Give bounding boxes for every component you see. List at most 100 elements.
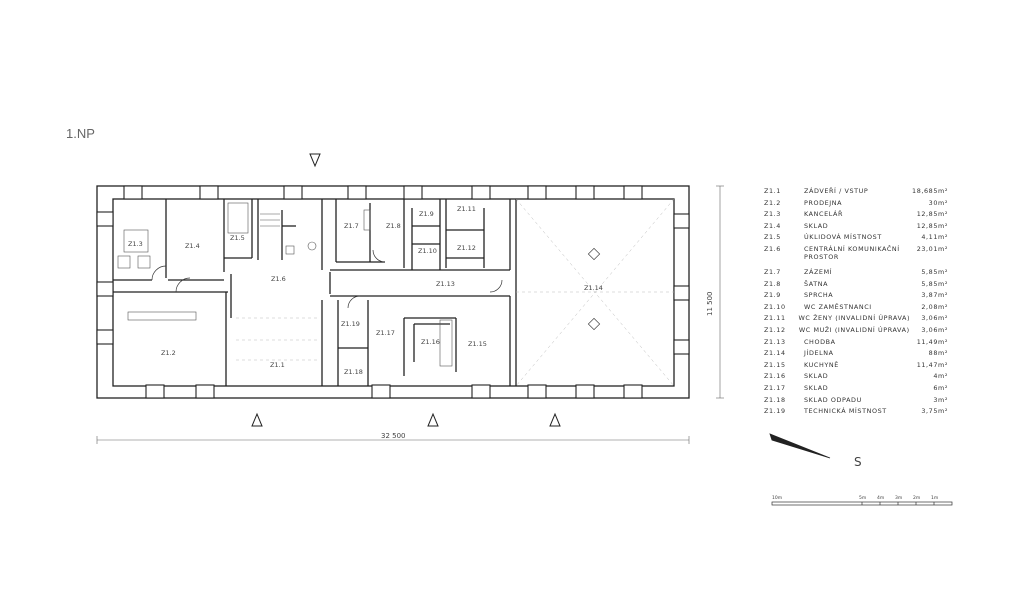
scale-label-3m: 3m (895, 495, 902, 501)
floor-label: 1.NP (66, 126, 95, 141)
legend-code: Z1.1 (764, 187, 781, 195)
legend-name: Úklidová místnost (804, 233, 882, 242)
scale-bar (771, 501, 953, 506)
legend-code: Z1.6 (764, 244, 781, 253)
scale-label-5m: 5m (859, 495, 866, 501)
legend-area: 12,85m² (916, 210, 948, 219)
legend-name: Sklad (804, 372, 829, 381)
legend-area: 3,06m² (921, 325, 948, 334)
legend-code: Z1.9 (764, 291, 781, 300)
legend-area: 6m² (933, 383, 948, 392)
legend-name: Sklad (804, 221, 829, 230)
legend-row: Z1.4 Sklad 12,85m² (764, 221, 948, 233)
legend-name: WC ženy (invalidní úprava) (798, 314, 911, 323)
legend-code: Z1.19 (764, 407, 786, 416)
legend-row: Z1.10 WC zaměstnanci 2,08m² (764, 302, 948, 314)
room-label-z1-3: Z1.3 (128, 240, 143, 248)
legend-area: 18,685m² (912, 187, 948, 195)
legend-name: Kuchyně (804, 360, 839, 369)
legend-row: Z1.2Prodejna30m² (764, 198, 948, 210)
room-label-z1-9: Z1.9 (419, 210, 434, 218)
room-label-z1-18: Z1.18 (344, 368, 363, 376)
legend-row: Z1.9 Sprcha 3,87m² (764, 290, 948, 302)
legend-name: Technická místnost (804, 407, 887, 416)
north-arrow-icon (769, 433, 831, 459)
room-label-z1-14: Z1.14 (584, 284, 603, 292)
legend-row: Z1.1 Zádveří / vstup 18,685m² (764, 186, 948, 198)
legend-row: Z1.16Sklad4m² (764, 371, 948, 383)
entrance-bottom-marker-1 (251, 412, 263, 427)
legend-name: Šatna (804, 279, 829, 288)
legend-code: Z1.4 (764, 221, 781, 230)
room-labels: Z1.3 Z1.4 Z1.5 Z1.6 Z1.2 Z1.1 Z1.7 Z1.8 … (128, 205, 603, 376)
room-label-z1-7: Z1.7 (344, 222, 359, 230)
legend-code: Z1.14 (764, 349, 786, 358)
scale-label-4m: 4m (877, 495, 884, 501)
legend-area: 3,06m² (921, 314, 948, 323)
dimension-height: 11 500 (706, 292, 714, 317)
legend-row: Z1.19 Technická místnost 3,75m² (764, 406, 948, 418)
legend-area: 12,85m² (916, 221, 948, 230)
legend-code: Z1.10 (764, 302, 786, 311)
legend-name: Sprcha (804, 291, 834, 300)
entrance-bottom-marker-3 (549, 412, 561, 427)
scale-label-10m: 10m (772, 495, 782, 501)
legend-code: Z1.17 (764, 383, 786, 392)
room-label-z1-17: Z1.17 (376, 329, 395, 337)
legend-code: Z1.3 (764, 210, 781, 219)
legend-row: Z1.8Šatna5,85m² (764, 279, 948, 291)
legend-name: Jídelna (804, 349, 834, 358)
legend-name: Zázemí (804, 267, 833, 276)
legend-code: Z1.5 (764, 233, 781, 242)
legend-code: Z1.2 (764, 198, 781, 207)
legend-row: Z1.15 Kuchyně 11,47m² (764, 360, 948, 372)
legend-area: 30m² (928, 198, 948, 207)
window-niches (96, 185, 690, 399)
room-label-z1-6: Z1.6 (271, 275, 286, 283)
dimension-lines (96, 185, 724, 444)
legend-area: 5,85m² (921, 279, 948, 288)
room-label-z1-5: Z1.5 (230, 234, 245, 242)
legend-name: Zádveří / vstup (804, 187, 869, 195)
room-label-z1-8: Z1.8 (386, 222, 401, 230)
door-swings (151, 249, 503, 309)
legend-row: Z1.7 Zázemí 5,85m² (764, 267, 948, 279)
legend-row: Z1.5 Úklidová místnost 4,11m² (764, 232, 948, 244)
legend-code: Z1.16 (764, 372, 786, 381)
legend-area: 3m² (933, 395, 948, 404)
legend-row: Z1.17 Sklad 6m² (764, 383, 948, 395)
legend-code: Z1.15 (764, 360, 786, 369)
legend-area: 2,08m² (921, 302, 948, 311)
legend-name: WC muži (invalidní úprava) (798, 325, 910, 334)
legend-code: Z1.11 (764, 314, 786, 323)
legend-name: Chodba (804, 337, 836, 346)
legend-code: Z1.7 (764, 267, 781, 276)
room-label-z1-12: Z1.12 (457, 244, 476, 252)
legend-name: Sklad (804, 383, 829, 392)
legend-row: Z1.6 Centrální komunikační prostor 23,01m² (764, 244, 948, 267)
entrance-markers (251, 153, 561, 427)
legend-name: Sklad odpadu (804, 395, 862, 404)
legend-area: 11,47m² (916, 360, 948, 369)
room-label-z1-4: Z1.4 (185, 242, 200, 250)
room-label-z1-15: Z1.15 (468, 340, 487, 348)
legend-area: 5,85m² (921, 267, 948, 276)
legend-name: WC zaměstnanci (804, 302, 872, 311)
scale-label-1m: 1m (931, 495, 938, 501)
legend-code: Z1.12 (764, 325, 786, 334)
legend-name: Kancelář (804, 210, 844, 219)
legend-row: Z1.11 WC ženy (invalidní úprava) 3,06m² (764, 313, 948, 325)
entrance-top-marker (309, 153, 321, 168)
legend-area: 23,01m² (916, 244, 948, 253)
scale-label-2m: 2m (913, 495, 920, 501)
legend-row: Z1.13Chodba11,49m² (764, 337, 948, 349)
legend-area: 3,75m² (921, 407, 948, 416)
legend-area: 4,11m² (921, 233, 948, 242)
legend-area: 3,87m² (921, 291, 948, 300)
room-label-z1-16: Z1.16 (421, 338, 440, 346)
legend-code: Z1.18 (764, 395, 786, 404)
entrance-bottom-marker-2 (427, 412, 439, 427)
legend-area: 88m² (928, 349, 948, 358)
legend-name: Centrální komunikační prostor (804, 244, 900, 261)
